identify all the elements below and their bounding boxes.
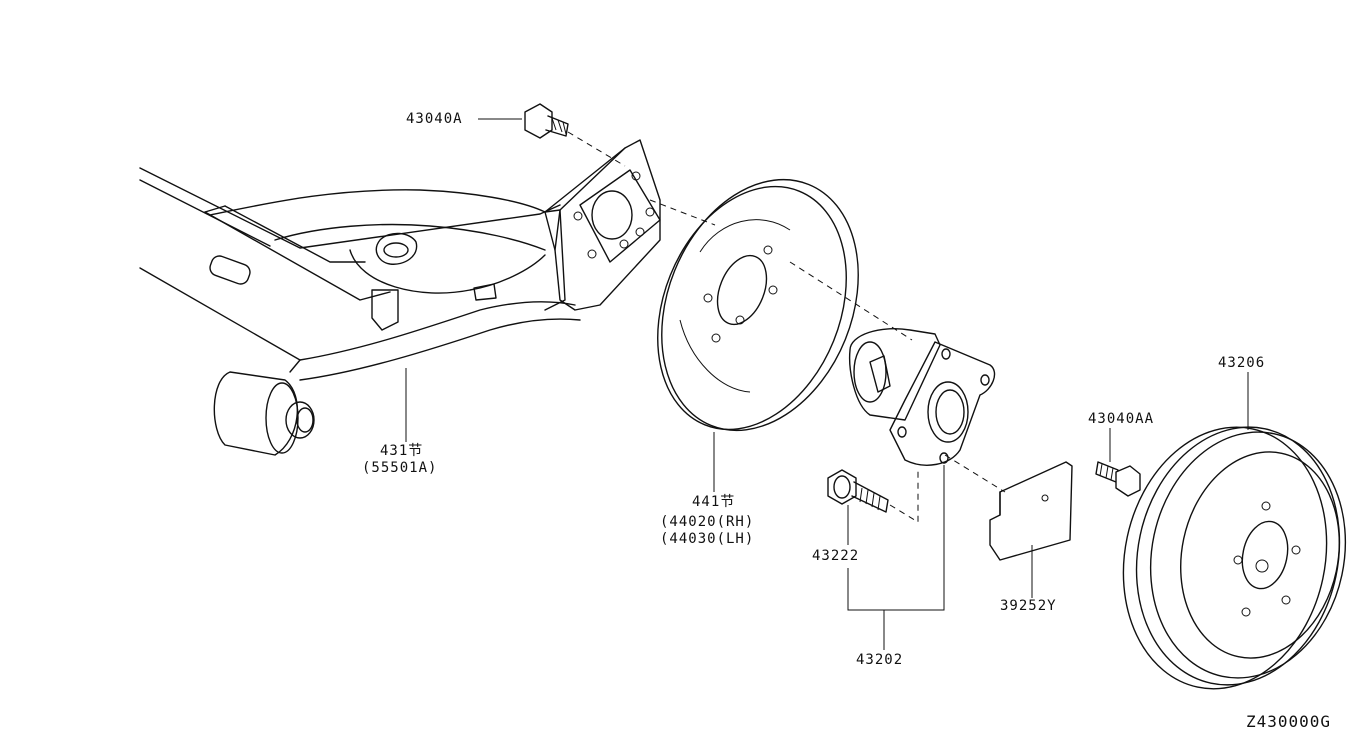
brake-back-plate (657, 178, 859, 432)
hub-bearing-assembly (848, 328, 996, 466)
label-sensor-cover: 39252Y (1000, 598, 1057, 614)
brake-drum (1122, 426, 1347, 690)
label-drum: 43206 (1218, 355, 1266, 371)
label-bolt-43040a: 43040A (406, 111, 463, 127)
marker-symbol: 节 (408, 443, 424, 459)
bolt-43040a (524, 103, 569, 139)
diagram-code: Z430000G (1246, 712, 1332, 731)
sensor-cover-39252y (989, 461, 1073, 561)
label-hub-assy: 43202 (856, 652, 904, 668)
label-back-plate: 441节 (692, 494, 735, 510)
label-axle-beam: 431节 (380, 443, 423, 459)
bolt-43040aa (1095, 461, 1141, 497)
label-hub-bolt: 43222 (812, 548, 860, 564)
leader-lines (405, 118, 1249, 650)
label-back-plate-rh: (44020(RH) (660, 514, 755, 530)
label-axle-beam-number: 431 (380, 443, 409, 459)
label-back-plate-lh: (44030(LH) (660, 531, 755, 547)
label-back-plate-number: 441 (692, 494, 721, 510)
label-axle-beam-alt: (55501A) (362, 460, 438, 476)
label-drum-bolt: 43040AA (1088, 411, 1155, 427)
marker-symbol: 节 (720, 494, 736, 510)
rear-axle-beam (139, 139, 661, 456)
hub-bolt-43222 (827, 469, 889, 513)
assembly-dashed-lines (567, 131, 1006, 523)
